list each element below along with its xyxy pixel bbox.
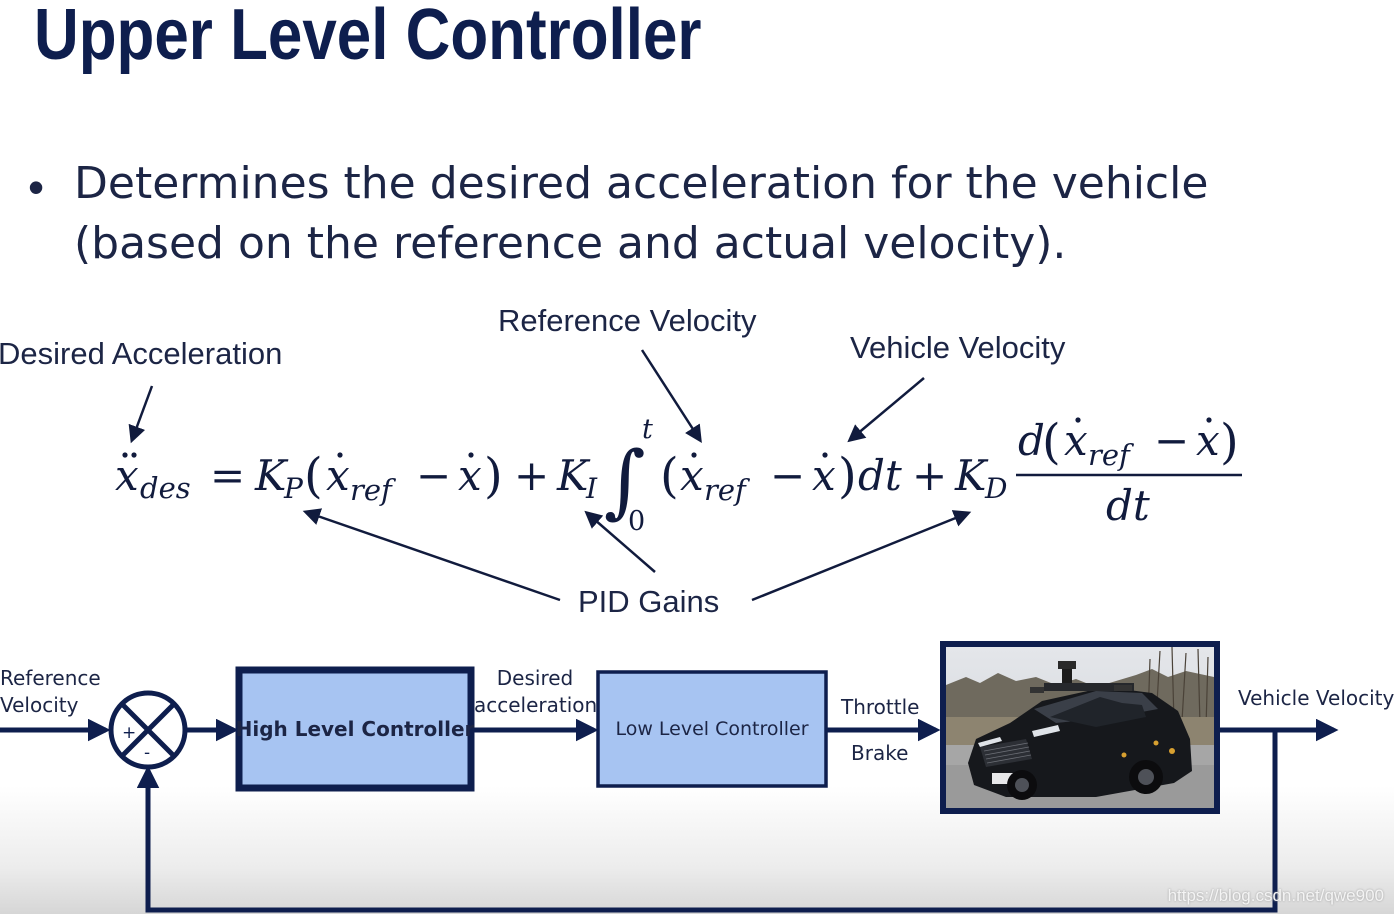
eq-lower-limit: 0 [628,506,645,537]
eq-integral-sign: ∫ [604,434,646,527]
reference-velocity-label: Reference Velocity [498,303,757,338]
eq-ki: K [556,451,591,500]
arrow-reference-velocity [640,349,702,443]
eq-plus: + [912,451,947,500]
brake-label: Brake [851,741,909,765]
eq-x-ref-1: x [326,451,350,500]
eq-paren: ) [838,448,857,504]
vehicle-block [940,641,1220,814]
arrow-pid-kd [751,510,972,602]
eq-kd: K [954,451,989,500]
slide-title: Upper Level Controller [34,0,702,75]
high-level-controller-label: High Level Controller [235,717,475,741]
eq-minus: − [1154,416,1189,465]
eq-paren: ( [304,448,323,504]
desired-acceleration-label: Desired Acceleration [0,336,283,371]
bullet-icon: • [28,161,45,213]
eq-x-3: x [1196,416,1220,465]
arrow-vehicle-velocity [847,377,925,443]
eq-paren: ) [484,448,503,504]
eq-dt-denominator: dt [1106,481,1150,530]
pid-equation: x des = K P ( x ref − x ) + K I ∫ t 0 ( … [115,414,1242,537]
vehicle-velocity-output-label: Vehicle Velocity [1238,686,1394,710]
bullet-line-1: Determines the desired acceleration for … [74,158,1209,209]
eq-subscript-d: D [984,472,1007,505]
high-level-controller-block [235,666,475,792]
eq-x-ref-2: x [680,451,704,500]
vehicle-velocity-label: Vehicle Velocity [850,330,1066,365]
eq-paren: ( [1042,414,1061,470]
sum-minus-sign: - [144,743,150,763]
eq-paren: ( [660,448,679,504]
eq-x-ref-3: x [1064,416,1088,465]
eq-dt: dt [858,451,902,500]
eq-upper-limit: t [642,414,653,445]
eq-subscript-ref-3: ref [1088,438,1135,472]
eq-subscript-ref-1: ref [350,473,397,507]
eq-paren: ) [1220,414,1239,470]
eq-plus: + [514,451,549,500]
watermark: https://blog.csdn.net/qwe900 [1167,886,1384,905]
eq-minus: − [416,451,451,500]
eq-x-1: x [458,451,482,500]
arrow-pid-ki [584,510,656,573]
arrow-desired-acceleration [128,385,154,444]
eq-kp: K [254,451,289,500]
reference-velocity-input-label: Reference Velocity [0,666,101,717]
bullet-line-2: (based on the reference and actual veloc… [74,218,1067,269]
summing-junction: + - [108,690,188,770]
eq-x-des: x [115,451,139,500]
wire-feedback [136,730,1278,913]
vehicle-photo [946,647,1214,808]
arrow-pid-kp [302,508,561,602]
throttle-label: Throttle [841,695,920,719]
pid-gains-label: PID Gains [578,584,720,619]
eq-subscript-ref-2: ref [704,473,751,507]
eq-x-2: x [812,451,836,500]
low-level-controller-block [596,670,828,788]
desired-acceleration-signal-label: Desired acceleration [474,666,598,717]
eq-subscript-des: des [140,471,191,505]
eq-minus: − [770,451,805,500]
block-diagram-wiring [0,718,1339,913]
eq-equals: = [210,451,245,500]
low-level-controller-label: Low Level Controller [615,718,809,740]
eq-subscript-p: P [283,472,304,505]
annotation-arrows [128,349,972,602]
eq-d: d [1018,416,1045,465]
sum-plus-sign: + [122,723,136,743]
eq-subscript-i: I [585,472,598,505]
